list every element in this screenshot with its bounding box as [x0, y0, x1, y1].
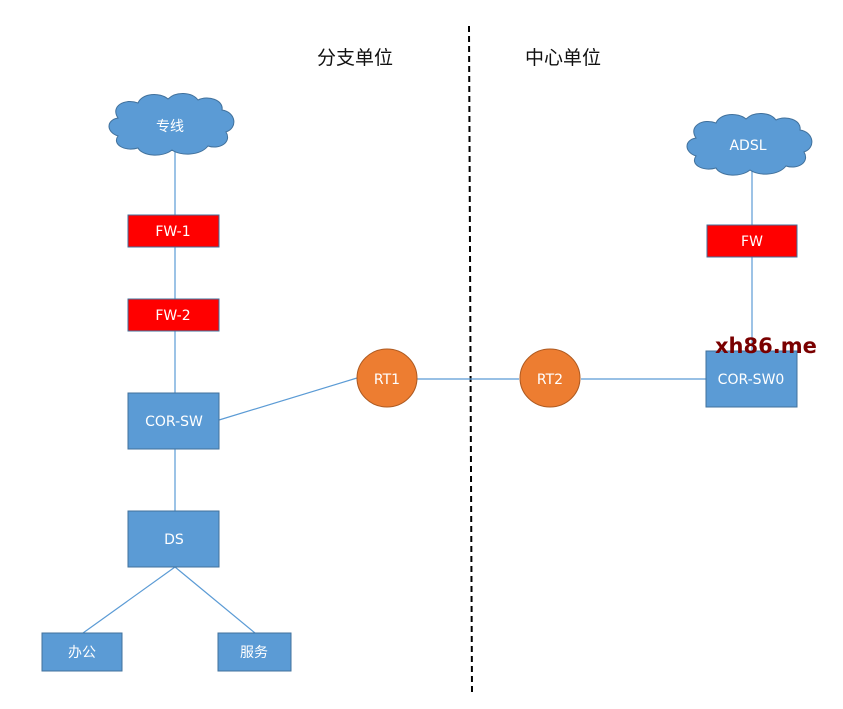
watermark: xh86.me	[715, 334, 817, 358]
switch-cor-sw0: COR-SW0	[705, 350, 798, 408]
links	[82, 150, 753, 634]
switch-cor-sw0-label: COR-SW0	[718, 372, 785, 388]
switch-cor-sw-label: COR-SW	[145, 414, 203, 430]
router-rt1-label: RT1	[374, 372, 400, 388]
firewall-fw1-label: FW-1	[155, 224, 190, 240]
section-divider	[468, 25, 473, 696]
switch-ds-label: DS	[164, 532, 184, 548]
switch-ds: DS	[127, 510, 220, 568]
endpoint-service: 服务	[217, 632, 292, 672]
cloud-private-line: 专线	[108, 93, 235, 156]
link-ds-service	[174, 566, 256, 634]
router-rt2: RT2	[519, 348, 581, 408]
firewall-fw2-label: FW-2	[155, 308, 190, 324]
endpoint-office: 办公	[41, 632, 123, 672]
endpoint-service-label: 服务	[240, 645, 268, 661]
cloud-adsl-label: ADSL	[729, 138, 766, 154]
endpoint-office-label: 办公	[68, 645, 96, 661]
link-corsw-rt1	[218, 377, 358, 421]
branch-unit-label: 分支单位	[317, 47, 393, 69]
switch-cor-sw: COR-SW	[127, 392, 220, 450]
firewall-fw2: FW-2	[127, 298, 220, 332]
cloud-private-line-label: 专线	[156, 119, 184, 135]
cloud-adsl: ADSL	[686, 113, 813, 176]
firewall-fw-label: FW	[741, 234, 763, 250]
link-ds-office	[82, 566, 176, 634]
firewall-fw1: FW-1	[127, 214, 220, 248]
center-unit-label: 中心单位	[525, 47, 601, 69]
router-rt2-label: RT2	[537, 372, 563, 388]
router-rt1: RT1	[356, 348, 418, 408]
firewall-fw: FW	[706, 224, 798, 258]
